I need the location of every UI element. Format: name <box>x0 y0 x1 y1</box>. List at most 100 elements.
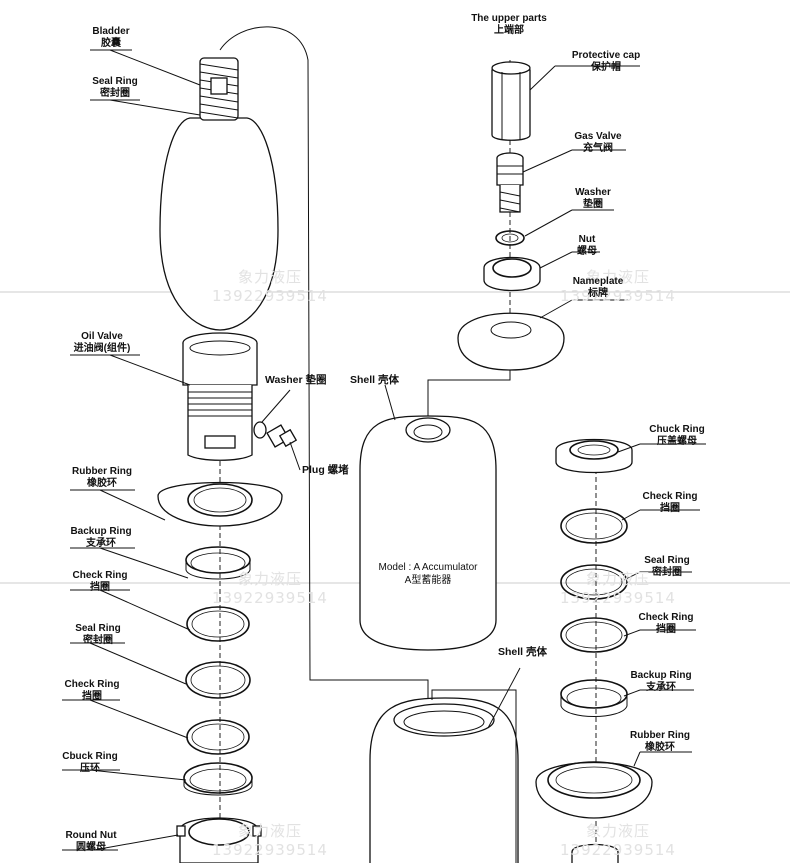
watermark-name: 象力液压 <box>585 268 650 286</box>
check-ring-right-2 <box>560 617 628 653</box>
label-shell-top: Shell 壳体 <box>350 374 400 386</box>
label-en: Round Nut <box>65 830 117 841</box>
plug <box>253 421 298 448</box>
label-en: Nameplate <box>572 276 624 287</box>
backup-ring-right <box>560 679 628 717</box>
label-en: Rubber Ring <box>630 730 690 741</box>
label-underlines <box>62 49 706 851</box>
label-washer-left: Washer 垫圈 <box>265 374 327 386</box>
watermark-name: 象力液压 <box>237 570 302 588</box>
label-nut: Nut 螺母 <box>570 234 604 257</box>
protective-cap <box>491 61 531 141</box>
label-en: Check Ring <box>72 570 128 581</box>
watermark: 象力液压 13922939514 <box>200 268 340 306</box>
nut <box>483 256 541 292</box>
label-seal-ring-right: Seal Ring 密封圈 <box>636 555 698 578</box>
watermark-phone: 13922939514 <box>560 840 676 859</box>
label-en: Backup Ring <box>70 526 132 537</box>
label-en: Washer <box>575 187 611 198</box>
label-zh: 充气阀 <box>583 142 613 154</box>
watermark-phone: 13922939514 <box>560 588 676 607</box>
label-zh: 压环 <box>80 762 100 774</box>
label-en: The upper parts <box>471 13 547 24</box>
label-plug: Plug 螺堵 <box>302 464 349 476</box>
label-zh: 圆螺母 <box>76 841 106 853</box>
label-check-ring-right-1: Check Ring 挡圈 <box>636 491 704 514</box>
label-bladder: Bladder 胶囊 <box>82 26 140 49</box>
watermark-phone: 13922939514 <box>212 840 328 859</box>
nameplate-link <box>427 370 511 416</box>
shell-top <box>359 415 497 651</box>
label-en: Nut <box>578 234 596 245</box>
label-seal-ring-top: Seal Ring 密封圈 <box>82 76 148 99</box>
label-cbuck-ring: Cbuck Ring 压环 <box>56 751 124 774</box>
label-zh: 螺母 <box>577 245 597 257</box>
watermark: 象力液压 13922939514 <box>548 268 688 306</box>
check-ring-left-1 <box>186 606 250 642</box>
label-backup-ring-right: Backup Ring 支承环 <box>626 670 696 693</box>
bladder-wire <box>219 26 429 700</box>
chuck-ring <box>555 438 633 474</box>
label-zh: 密封圈 <box>83 634 113 646</box>
label-en: Protective cap <box>571 50 641 61</box>
leader-lines <box>89 49 641 851</box>
watermark-name: 象力液压 <box>237 822 302 840</box>
label-zh: 压盖螺母 <box>657 435 697 447</box>
label-oil-valve: Oil Valve 进油阀(组件) <box>64 331 140 354</box>
label-zh: 挡圈 <box>82 690 102 702</box>
label-chuck-ring: Chuck Ring 压盖螺母 <box>644 424 710 447</box>
label-backup-ring-left: Backup Ring 支承环 <box>66 526 136 549</box>
label-en: Backup Ring <box>630 670 692 681</box>
watermark: 象力液压 13922939514 <box>200 570 340 608</box>
watermark: 象力液压 13922939514 <box>548 570 688 608</box>
label-round-nut: Round Nut 圆螺母 <box>58 830 124 853</box>
label-en: Rubber Ring <box>72 466 132 477</box>
watermark-name: 象力液压 <box>585 570 650 588</box>
label-seal-ring-left: Seal Ring 密封圈 <box>66 623 130 646</box>
label-zh: 垫圈 <box>583 198 603 210</box>
label-en: Bladder <box>92 26 130 37</box>
shell-bottom <box>369 689 519 863</box>
label-zh: 进油阀(组件) <box>73 342 131 354</box>
label-check-ring-left-2: Check Ring 挡圈 <box>58 679 126 702</box>
label-upper-parts: The upper parts 上端部 <box>464 13 554 36</box>
label-zh: 橡胶环 <box>87 477 117 489</box>
gas-valve <box>496 152 524 213</box>
label-protective-cap: Protective cap 保护帽 <box>564 50 648 73</box>
model-zh: A型蓄能器 <box>404 574 452 586</box>
watermark-phone: 13922939514 <box>560 286 676 305</box>
seal-ring-right <box>560 564 628 600</box>
rubber-ring-left <box>157 481 283 527</box>
label-en: Seal Ring <box>75 623 121 634</box>
label-zh: 挡圈 <box>660 502 680 514</box>
label-en: Check Ring <box>64 679 120 690</box>
watermark-name: 象力液压 <box>585 822 650 840</box>
label-en: Check Ring <box>638 612 694 623</box>
label-zh: 保护帽 <box>591 61 621 73</box>
label-en: Seal Ring <box>92 76 138 87</box>
watermark-name: 象力液压 <box>237 268 302 286</box>
rubber-ring-right <box>535 761 653 819</box>
watermark-phone: 13922939514 <box>212 588 328 607</box>
label-zh: 上端部 <box>494 24 524 36</box>
label-zh: 密封圈 <box>100 87 130 99</box>
label-en: Cbuck Ring <box>62 751 118 762</box>
cbuck-ring <box>183 762 253 796</box>
label-rubber-ring-right: Rubber Ring 橡胶环 <box>624 730 696 753</box>
bladder <box>159 117 279 331</box>
label-gas-valve: Gas Valve 充气阀 <box>566 131 630 154</box>
washer-right <box>495 230 525 246</box>
label-zh: 胶囊 <box>101 37 121 49</box>
watermark-phone: 13922939514 <box>212 286 328 305</box>
label-shell-bottom: Shell 壳体 <box>498 646 548 658</box>
label-zh: 橡胶环 <box>645 741 675 753</box>
model-en: Model : A Accumulator <box>378 562 478 573</box>
model-label: Model : A Accumulator A型蓄能器 <box>362 562 494 587</box>
watermark: 象力液压 13922939514 <box>200 822 340 860</box>
bladder-stem <box>199 57 239 121</box>
check-ring-right-1 <box>560 508 628 544</box>
label-en: Chuck Ring <box>649 424 705 435</box>
oil-valve <box>182 332 258 461</box>
